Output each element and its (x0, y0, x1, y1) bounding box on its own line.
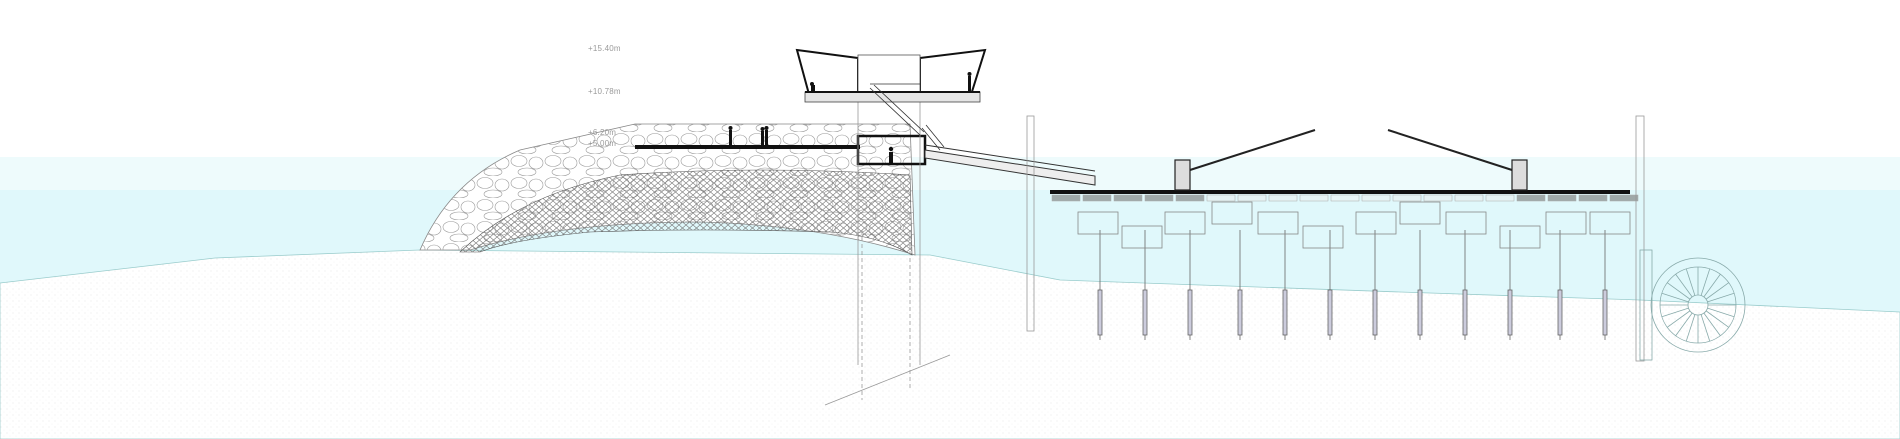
turbine-blade (1661, 292, 1689, 303)
deck-panel (1113, 194, 1143, 202)
deck-panel (1423, 194, 1453, 202)
deck-panel (1454, 194, 1484, 202)
level-label-10-78: +10.78m (588, 87, 621, 96)
pile-sleeve (1327, 289, 1333, 336)
caisson (1589, 211, 1631, 235)
mast-posts (1026, 115, 1645, 362)
caisson (1399, 201, 1441, 225)
turbine-blade (1705, 282, 1729, 300)
caisson (1499, 225, 1541, 249)
caisson (1211, 201, 1253, 225)
turbine-blade (1705, 310, 1729, 328)
pile-sleeve (1187, 289, 1193, 336)
upper-plaza-deck (635, 145, 860, 149)
turbine-blade (1675, 312, 1693, 336)
deck-panel (1485, 194, 1515, 202)
pile-sleeve (1097, 289, 1103, 336)
pier-deck (1050, 190, 1630, 194)
tower-core (824, 55, 951, 406)
deck-panel (1361, 194, 1391, 202)
caisson (1164, 211, 1206, 235)
deck-panel (1051, 194, 1081, 202)
turbine-blade (1667, 282, 1691, 300)
turbine-blade (1667, 310, 1691, 328)
level-label-5-00: +5.00m (588, 139, 617, 148)
caisson (1302, 225, 1344, 249)
turbine-blade (1700, 314, 1711, 342)
caisson (1355, 211, 1397, 235)
deck-panel (1392, 194, 1422, 202)
turbine-blade (1707, 292, 1735, 303)
turbine-blade (1685, 314, 1696, 342)
observation-pod (795, 48, 987, 103)
turbine-blade (1700, 268, 1711, 296)
deck-panel (1547, 194, 1577, 202)
pile-sleeve (1282, 289, 1288, 336)
pile-sleeve (1372, 289, 1378, 336)
deck-panel (1299, 194, 1329, 202)
deck-panel (1175, 194, 1205, 202)
caisson (1257, 211, 1299, 235)
caisson (1077, 211, 1119, 235)
stair-flights (869, 83, 945, 151)
turbine-blade (1661, 307, 1689, 318)
deck-panel (1268, 194, 1298, 202)
deck-panel (1578, 194, 1608, 202)
turbine-blade (1675, 274, 1693, 298)
pile-sleeve (1417, 289, 1423, 336)
turbine-blade (1703, 274, 1721, 298)
deck-panel (1144, 194, 1174, 202)
caisson (1445, 211, 1487, 235)
pile-sleeve (1237, 289, 1243, 336)
deck-panels (1051, 194, 1639, 202)
caisson (1121, 225, 1163, 249)
pile-sleeve (1142, 289, 1148, 336)
tidal-turbine (1639, 249, 1746, 361)
level-label-6-20: +6.20m (588, 128, 617, 137)
deck-panel (1609, 194, 1639, 202)
caisson (1545, 211, 1587, 235)
turbine-blade (1703, 312, 1721, 336)
crane-left (1174, 129, 1316, 191)
access-bridge (924, 144, 1096, 186)
gabion-mesh-layer (459, 169, 913, 256)
deck-panel (1516, 194, 1546, 202)
level-label-15-40: +15.40m (588, 44, 621, 53)
deck-panel (1237, 194, 1267, 202)
pier-caissons (1077, 201, 1631, 249)
people-silhouettes (728, 126, 894, 163)
pile-sleeve (1602, 289, 1608, 336)
turbine-blade (1707, 307, 1735, 318)
pile-sleeve (1462, 289, 1468, 336)
pile-sleeve (1557, 289, 1563, 336)
turbine-blade (1685, 268, 1696, 296)
deck-panel (1082, 194, 1112, 202)
water-upper-band (0, 157, 1900, 190)
deck-panel (1206, 194, 1236, 202)
crane-right (1387, 129, 1528, 191)
deck-panel (1330, 194, 1360, 202)
pile-sleeve (1507, 289, 1513, 336)
